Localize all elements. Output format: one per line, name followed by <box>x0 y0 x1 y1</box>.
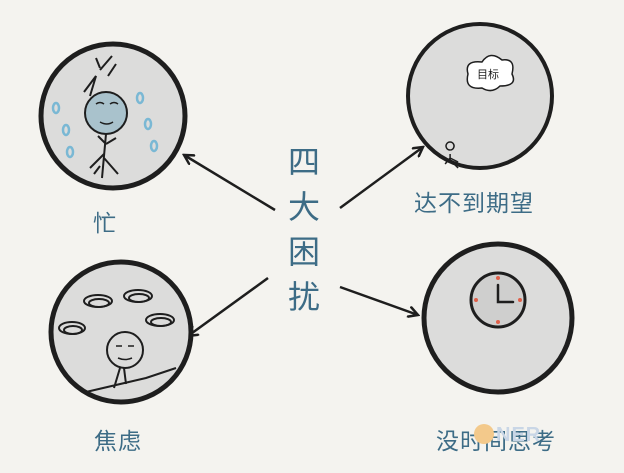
label-expectation: 达不到期望 <box>414 184 534 218</box>
center-title-char: 四 <box>282 140 326 185</box>
label-anxiety: 焦虑 <box>94 422 142 456</box>
no-time-illustration <box>424 244 572 392</box>
goal-cloud-text: 目标 <box>477 67 499 81</box>
watermark: NER <box>474 424 541 447</box>
center-title-char: 困 <box>282 230 326 275</box>
arrow-to-anxiety <box>188 278 268 336</box>
arrow-to-no-time <box>340 287 418 315</box>
arrow-to-busy <box>184 155 275 210</box>
arrow-to-expectation <box>340 147 423 208</box>
watermark-text: NER <box>496 424 541 446</box>
center-title: 四 大 困 扰 <box>282 140 326 320</box>
center-title-char: 大 <box>282 185 326 230</box>
center-title-char: 扰 <box>282 275 326 320</box>
busy-illustration <box>41 44 185 188</box>
label-busy: 忙 <box>93 204 117 238</box>
anxiety-illustration <box>51 262 191 402</box>
expectation-illustration: 目标 <box>408 24 552 168</box>
watermark-logo-icon <box>474 424 494 444</box>
